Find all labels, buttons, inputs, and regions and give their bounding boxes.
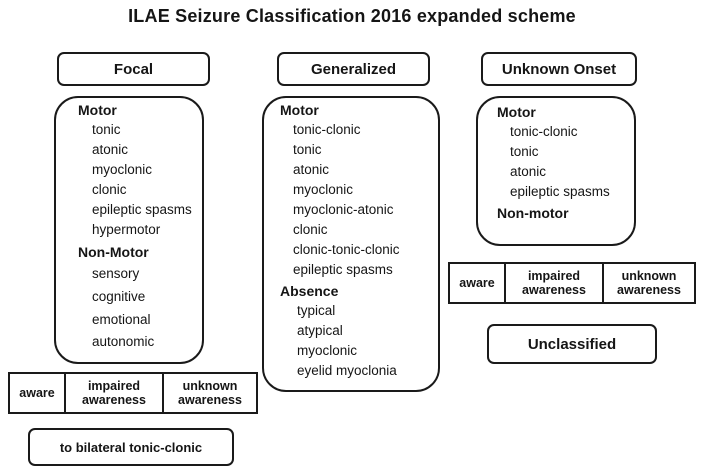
focal-awareness-unknown: unknown awareness (162, 374, 256, 412)
generalized-motor-item: epileptic spasms (293, 262, 393, 277)
bilateral-tonic-clonic-box: to bilateral tonic-clonic (28, 428, 234, 466)
unclassified-box: Unclassified (487, 324, 657, 364)
generalized-absence-item: typical (297, 303, 336, 318)
generalized-motor-heading: Motor (280, 102, 319, 118)
focal-motor-item: myoclonic (92, 162, 153, 177)
focal-nonmotor-item: autonomic (92, 334, 155, 349)
focal-awareness-box: aware impaired awareness unknown awarene… (8, 372, 258, 414)
focal-nonmotor-item: cognitive (92, 289, 146, 304)
generalized-absence-heading: Absence (280, 283, 339, 299)
focal-nonmotor-item: sensory (92, 266, 140, 281)
unknown-motor-item: tonic (510, 144, 539, 159)
unknown-motor-item: tonic-clonic (510, 124, 578, 139)
focal-motor-item: clonic (92, 182, 127, 197)
focal-motor-item: tonic (92, 122, 121, 137)
generalized-motor-item: tonic (293, 142, 322, 157)
generalized-motor-item: myoclonic-atonic (293, 202, 394, 217)
unknown-motor-heading: Motor (497, 104, 536, 120)
generalized-motor-item: myoclonic (293, 182, 354, 197)
unknown-onset-header: Unknown Onset (481, 52, 637, 86)
focal-motor-heading: Motor (78, 102, 117, 118)
unknown-awareness-box: aware impaired awareness unknown awarene… (448, 262, 696, 304)
focal-awareness-impaired: impaired awareness (64, 374, 162, 412)
focal-motor-item: atonic (92, 142, 129, 157)
unknown-onset-panel (476, 96, 636, 246)
unknown-awareness-impaired: impaired awareness (504, 264, 602, 302)
focal-motor-item: epileptic spasms (92, 202, 192, 217)
generalized-motor-item: atonic (293, 162, 330, 177)
generalized-panel (262, 96, 440, 392)
unknown-awareness-unknown: unknown awareness (602, 264, 694, 302)
generalized-motor-item: clonic-tonic-clonic (293, 242, 400, 257)
generalized-absence-item: eyelid myoclonia (297, 363, 397, 378)
generalized-absence-item: myoclonic (297, 343, 358, 358)
focal-panel (54, 96, 204, 364)
focal-awareness-aware: aware (19, 386, 55, 400)
generalized-absence-item: atypical (297, 323, 343, 338)
generalized-header: Generalized (277, 52, 430, 86)
diagram-title: ILAE Seizure Classification 2016 expande… (128, 6, 576, 26)
focal-header: Focal (57, 52, 210, 86)
unknown-awareness-aware: aware (459, 276, 495, 290)
focal-motor-item: hypermotor (92, 222, 161, 237)
unknown-motor-item: atonic (510, 164, 547, 179)
unknown-motor-item: epileptic spasms (510, 184, 610, 199)
generalized-motor-item: clonic (293, 222, 328, 237)
focal-nonmotor-heading: Non-Motor (78, 244, 149, 260)
generalized-motor-item: tonic-clonic (293, 122, 361, 137)
focal-nonmotor-item: emotional (92, 312, 151, 327)
unknown-nonmotor-heading: Non-motor (497, 205, 569, 221)
